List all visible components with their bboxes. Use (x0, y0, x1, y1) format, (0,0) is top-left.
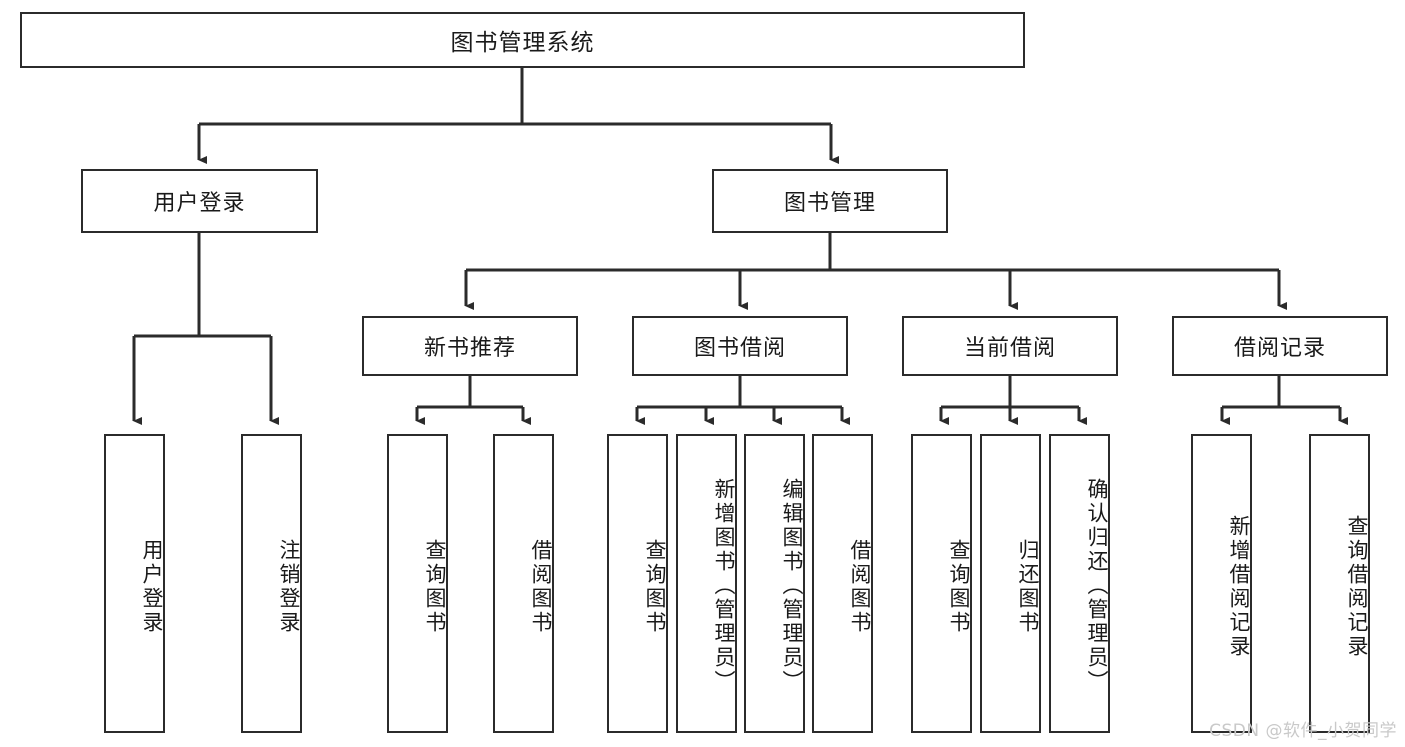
node-leaf-edit-book[interactable]: 编辑图书（管理员） (744, 434, 805, 733)
node-new-book-recommend[interactable]: 新书推荐 (362, 316, 578, 376)
node-book-borrow[interactable]: 图书借阅 (632, 316, 848, 376)
node-leaf-logout-login[interactable]: 注销登录 (241, 434, 302, 733)
node-leaf-user-login[interactable]: 用户登录 (104, 434, 165, 733)
node-leaf-add-record[interactable]: 新增借阅记录 (1191, 434, 1252, 733)
node-leaf-add-book[interactable]: 新增图书（管理员） (676, 434, 737, 733)
node-leaf-query-book-2[interactable]: 查询图书 (607, 434, 668, 733)
node-leaf-query-book-3[interactable]: 查询图书 (911, 434, 972, 733)
node-leaf-borrow-book-2[interactable]: 借阅图书 (812, 434, 873, 733)
node-leaf-confirm-return[interactable]: 确认归还（管理员） (1049, 434, 1110, 733)
node-root-book-management-system[interactable]: 图书管理系统 (20, 12, 1025, 68)
node-book-manage[interactable]: 图书管理 (712, 169, 948, 233)
watermark: CSDN @软件_小贺同学 (1209, 721, 1397, 741)
node-leaf-return-book[interactable]: 归还图书 (980, 434, 1041, 733)
node-leaf-borrow-book-1[interactable]: 借阅图书 (493, 434, 554, 733)
node-user-login[interactable]: 用户登录 (81, 169, 318, 233)
node-current-borrow[interactable]: 当前借阅 (902, 316, 1118, 376)
node-borrow-record[interactable]: 借阅记录 (1172, 316, 1388, 376)
node-leaf-query-record[interactable]: 查询借阅记录 (1309, 434, 1370, 733)
node-leaf-query-book-1[interactable]: 查询图书 (387, 434, 448, 733)
